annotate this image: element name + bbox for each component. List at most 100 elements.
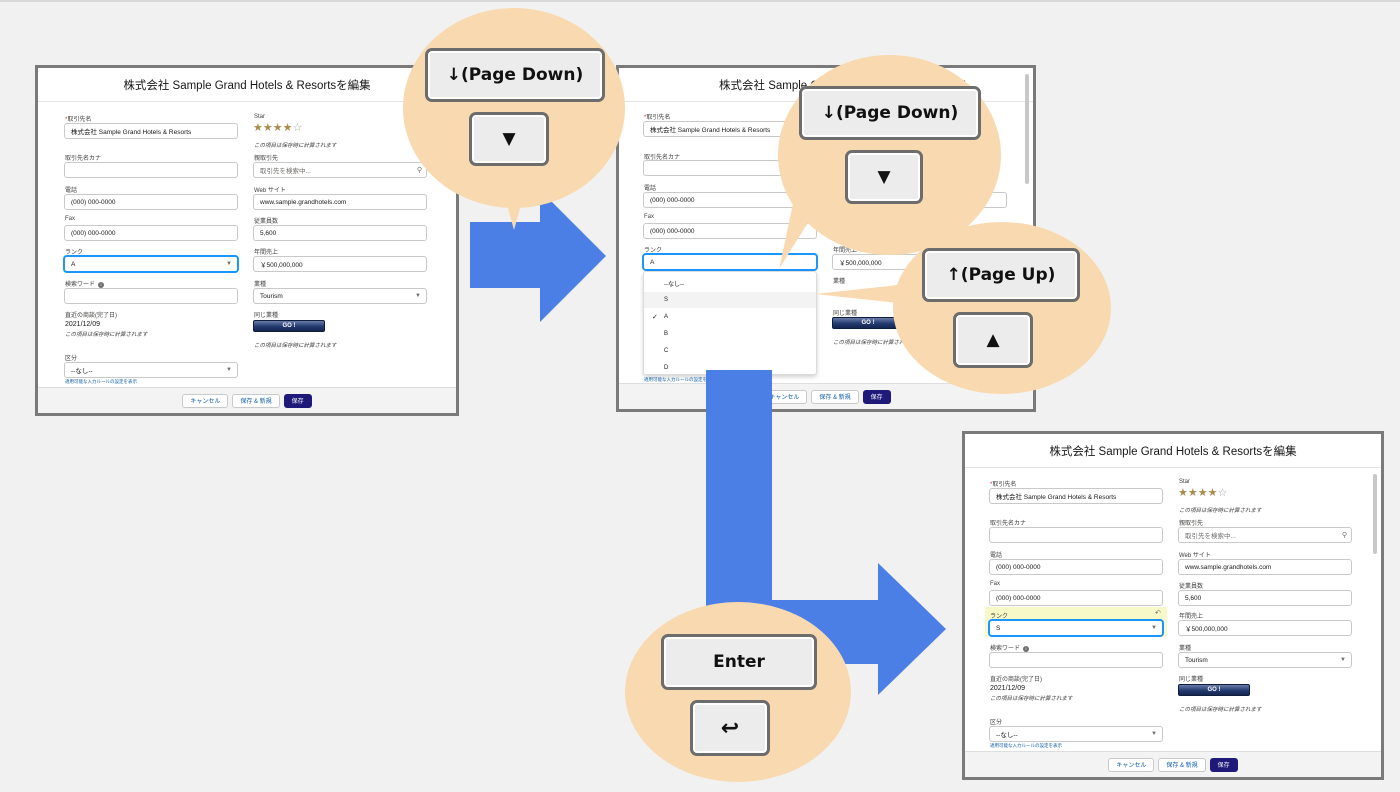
fax-input[interactable]: (000) 000-0000 xyxy=(989,590,1163,606)
label-fax: Fax xyxy=(65,216,76,222)
triangle-down-icon: ▼ xyxy=(502,129,516,149)
page-down-key: ↓(Page Down) xyxy=(425,48,605,102)
chevron-down-icon: ▼ xyxy=(226,261,232,267)
industry-select[interactable]: Tourism▼ xyxy=(1178,652,1352,668)
triangle-down-icon: ▼ xyxy=(877,167,891,187)
input-rules-link[interactable]: 適用可能な入力ルールの設定を表示 xyxy=(990,743,1062,748)
callout-bubble xyxy=(403,8,625,208)
flow-arrow-right-1 xyxy=(470,222,542,288)
label-employees: 従業員数 xyxy=(254,219,279,225)
undo-icon[interactable]: ↶ xyxy=(1155,610,1161,617)
label-website: Web サイト xyxy=(1179,553,1211,559)
website-input[interactable]: www.sample.grandhotels.com xyxy=(253,194,427,210)
employees-input[interactable]: 5,600 xyxy=(1178,590,1352,606)
account-kana-input[interactable] xyxy=(64,162,238,178)
revenue-input[interactable]: ￥500,000,000 xyxy=(1178,620,1352,636)
chevron-down-icon: ▼ xyxy=(1340,657,1346,663)
revenue-input[interactable]: ￥500,000,000 xyxy=(253,256,427,272)
save-new-button[interactable]: 保存 & 新規 xyxy=(232,393,280,408)
rank-option[interactable]: S xyxy=(644,292,816,308)
rank-option[interactable]: --なし-- xyxy=(664,281,684,288)
label-last-deal: 直近の商談(完了日) xyxy=(65,313,117,319)
website-input[interactable]: www.sample.grandhotels.com xyxy=(1178,559,1352,575)
category-select[interactable]: --なし--▼ xyxy=(989,726,1163,742)
label-last-deal: 直近の商談(完了日) xyxy=(990,677,1042,683)
dialog-title: 株式会社 Sample Grand Hotels & Resortsを編集 xyxy=(38,68,456,102)
phone-input[interactable]: (000) 000-0000 xyxy=(64,194,238,210)
save-new-button[interactable]: 保存 & 新規 xyxy=(1158,757,1206,772)
flow-arrowhead-right-1 xyxy=(540,190,606,322)
account-kana-input[interactable] xyxy=(989,527,1163,543)
calc-note: この項目は保存時に計算されます xyxy=(990,696,1073,702)
employees-input[interactable]: 5,600 xyxy=(253,225,427,241)
dialog-footer: キャンセル 保存 & 新規 保存 xyxy=(38,387,456,413)
calc-note: この項目は保存時に計算されます xyxy=(1179,707,1262,713)
info-icon: i xyxy=(98,282,105,288)
save-button[interactable]: 保存 xyxy=(862,389,891,404)
label-revenue: 年間売上 xyxy=(1179,614,1204,620)
fax-input[interactable]: (000) 000-0000 xyxy=(643,223,817,239)
scrollbar[interactable] xyxy=(1373,474,1377,554)
parent-account-search[interactable]: 取引先を検索中...⚲ xyxy=(1178,527,1352,543)
calc-note: この項目は保存時に計算されます xyxy=(254,143,337,149)
rank-option[interactable]: C xyxy=(664,348,669,354)
go-button[interactable]: GO ! xyxy=(253,320,325,332)
dialog-footer: キャンセル 保存 & 新規 保存 xyxy=(965,751,1381,777)
label-account-kana: 取引先名カナ xyxy=(644,155,681,161)
cancel-button[interactable]: キャンセル xyxy=(182,393,229,408)
label-account-kana: 取引先名カナ xyxy=(990,521,1027,527)
info-icon: i xyxy=(1023,646,1030,652)
chevron-down-icon: ▼ xyxy=(1151,625,1157,631)
down-arrow-key: ▼ xyxy=(845,150,923,204)
cancel-button[interactable]: キャンセル xyxy=(1108,757,1155,772)
label-employees: 従業員数 xyxy=(1179,584,1204,590)
label-star: Star xyxy=(254,114,266,120)
screenshot-step-1: 株式会社 Sample Grand Hotels & Resortsを編集 *取… xyxy=(35,65,459,416)
category-select[interactable]: --なし--▼ xyxy=(64,362,238,378)
label-parent-account: 親取引先 xyxy=(1179,521,1204,527)
industry-select[interactable]: Tourism▼ xyxy=(253,288,427,304)
rank-option[interactable]: ✓A xyxy=(652,314,669,321)
rank-select[interactable]: S▼ xyxy=(989,620,1163,636)
search-icon: ⚲ xyxy=(1341,532,1347,539)
up-arrow-key: ▲ xyxy=(953,312,1033,368)
input-rules-link[interactable]: 適用可能な入力ルールの設定を表示 xyxy=(65,379,137,384)
chevron-down-icon: ▼ xyxy=(1151,731,1157,737)
rank-option[interactable]: D xyxy=(664,365,669,371)
label-account-name: *取引先名 xyxy=(644,115,671,121)
label-account-name: *取引先名 xyxy=(990,482,1017,488)
dialog-title: 株式会社 Sample Grand Hotels & Resortsを編集 xyxy=(965,434,1381,468)
label-revenue: 年間売上 xyxy=(254,250,279,256)
phone-input[interactable]: (000) 000-0000 xyxy=(989,559,1163,575)
search-icon: ⚲ xyxy=(416,167,422,174)
rank-dropdown-list: --なし-- S ✓A B C D xyxy=(643,271,817,375)
save-new-button[interactable]: 保存 & 新規 xyxy=(811,389,859,404)
account-name-input[interactable]: 株式会社 Sample Grand Hotels & Resorts xyxy=(643,121,817,137)
label-phone: 電話 xyxy=(65,188,78,194)
last-deal-date: 2021/12/09 xyxy=(990,685,1026,692)
calc-note: この項目は保存時に計算されます xyxy=(1179,508,1262,514)
label-industry: 業種 xyxy=(254,282,267,288)
save-button[interactable]: 保存 xyxy=(1209,757,1238,772)
label-industry: 業種 xyxy=(1179,646,1192,652)
account-name-input[interactable]: 株式会社 Sample Grand Hotels & Resorts xyxy=(64,123,238,139)
input-rules-link[interactable]: 適用可能な入力ルールの設定を表示 xyxy=(644,377,716,382)
parent-account-search[interactable]: 取引先を検索中...⚲ xyxy=(253,162,427,178)
account-name-input[interactable]: 株式会社 Sample Grand Hotels & Resorts xyxy=(989,488,1163,504)
rank-option[interactable]: B xyxy=(664,331,669,337)
search-word-input[interactable] xyxy=(989,652,1163,668)
enter-glyph-key: ↩ xyxy=(690,700,770,756)
scrollbar[interactable] xyxy=(1025,74,1029,184)
fax-input[interactable]: (000) 000-0000 xyxy=(64,225,238,241)
label-same-industry: 同じ業種 xyxy=(833,311,858,317)
page-up-key: ↑(Page Up) xyxy=(922,248,1080,302)
go-button[interactable]: GO ! xyxy=(1178,684,1250,696)
search-word-input[interactable] xyxy=(64,288,238,304)
chevron-down-icon: ▼ xyxy=(226,367,232,373)
rank-select[interactable]: A xyxy=(643,254,817,270)
down-arrow-key: ▼ xyxy=(469,112,549,166)
label-account-kana: 取引先名カナ xyxy=(65,156,102,162)
rank-select[interactable]: A▼ xyxy=(64,256,238,272)
save-button[interactable]: 保存 xyxy=(283,393,312,408)
